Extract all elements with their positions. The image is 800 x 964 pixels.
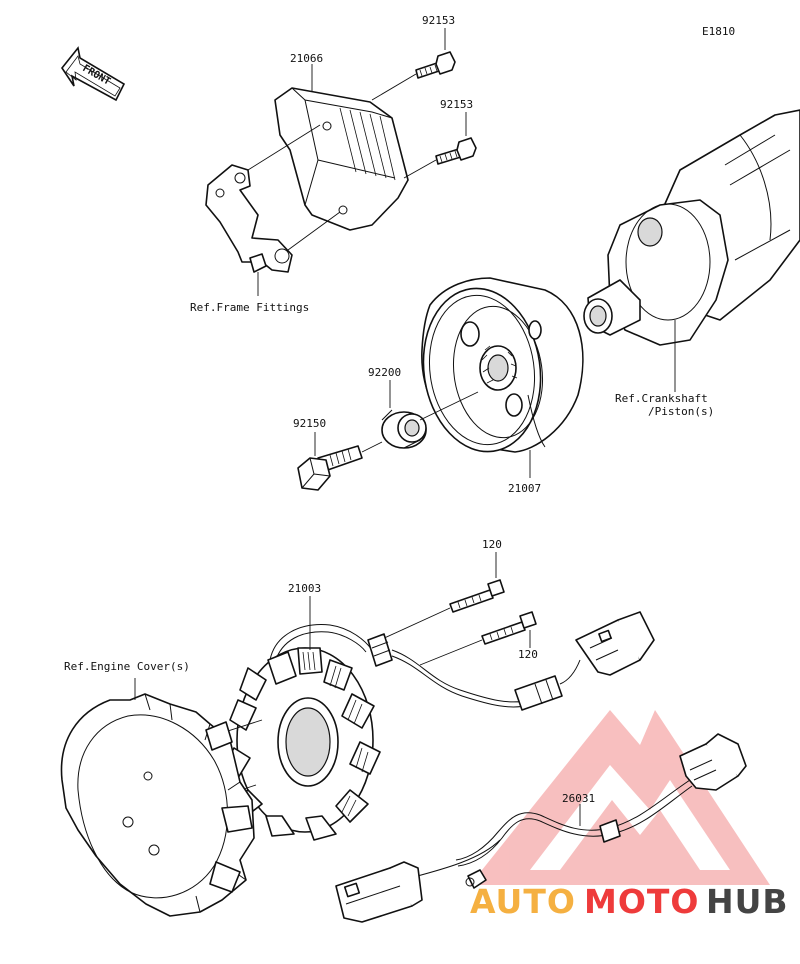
watermark-part-moto: MOTO [584,882,699,921]
ref-crankshaft-line2: /Piston(s) [648,405,714,418]
label-21007: 21007 [508,482,541,495]
label-26031: 26031 [562,792,595,805]
flywheel-21007 [421,277,584,478]
mounting-bracket [205,164,293,273]
label-120-b: 120 [518,648,538,661]
watermark-part-hub: HUB [706,882,789,921]
ref-frame-fittings: Ref.Frame Fittings [190,301,309,314]
watermark-logo [470,710,770,885]
label-92153-mid: 92153 [440,98,473,111]
bolt-92150 [297,432,383,491]
regulator-assembly [205,28,477,296]
crankshaft [583,109,800,392]
screw-120-b [419,611,537,666]
ref-crankshaft-line1: Ref.Crankshaft [615,392,708,405]
label-21066: 21066 [290,52,323,65]
watermark-text: AUTO MOTO HUB [470,882,789,921]
label-92200: 92200 [368,366,401,379]
diagram-code: E1810 [702,25,735,38]
ref-engine-cover: Ref.Engine Cover(s) [64,660,190,673]
label-120-a: 120 [482,538,502,551]
watermark-part-auto: AUTO [470,882,576,921]
label-92150: 92150 [293,417,326,430]
bolt-92153-top [415,51,456,79]
washer-92200 [381,380,479,449]
bolt-92153-mid [435,137,477,165]
label-92153-top: 92153 [422,14,455,27]
engine-cover [60,678,255,917]
harness-26031 [335,733,747,923]
label-21003: 21003 [288,582,321,595]
screw-120-a [379,552,505,641]
regulator-body [274,87,409,231]
front-arrow-icon: FRONT [61,46,126,102]
